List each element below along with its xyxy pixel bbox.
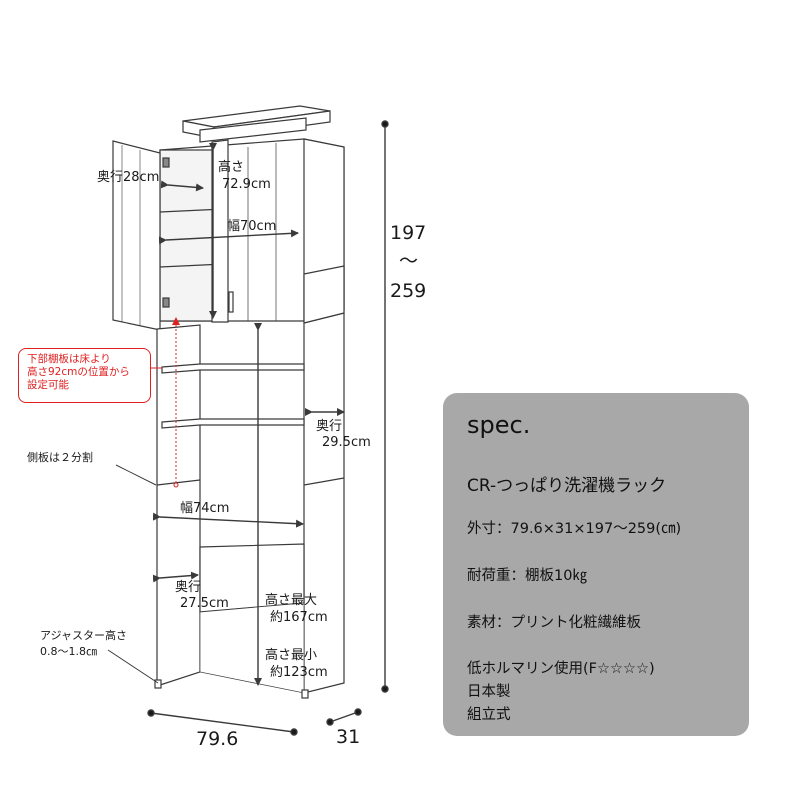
- shelf-note-line: 設定可能: [27, 379, 69, 391]
- spec-outer-size: 外寸：79.6×31×197〜259(㎝): [467, 521, 682, 537]
- mid-depth-value: 29.5cm: [322, 435, 371, 450]
- depth-dim-label: 31: [336, 726, 361, 748]
- upper-width-label: 幅70cm: [227, 219, 277, 234]
- width-dim-line: [150, 712, 295, 733]
- adjuster-label: アジャスター高さ: [40, 629, 128, 642]
- lower-depth-value: 27.5cm: [180, 596, 229, 611]
- width-dim-label: 79.6: [196, 728, 239, 750]
- upper-depth-label: 奥行28cm: [97, 170, 160, 185]
- callout-leaders: [107, 464, 159, 684]
- mid-depth-label: 奥行: [316, 419, 343, 434]
- lower-width-label: 幅74cm: [180, 501, 230, 516]
- adjuster-value: 0.8〜1.8㎝: [40, 645, 97, 658]
- shelf-height-note: 下部棚板は床より 高さ92cmの位置から 設定可能: [18, 348, 151, 403]
- shelf-height-indicator: [151, 317, 180, 488]
- dimension-lines: [147, 120, 389, 736]
- shelf-note-line: 下部棚板は床より: [27, 353, 111, 365]
- min-height-value: 約123cm: [270, 665, 328, 680]
- height-dim-bottom: 259: [390, 280, 427, 302]
- lower-rack-frame: [154, 265, 345, 699]
- shelf-note-line: 高さ92cmの位置から: [27, 366, 130, 378]
- depth-dim-line: [329, 711, 359, 723]
- top-tension-cap: [182, 105, 331, 143]
- spec-load: 耐荷重：棚板10㎏: [467, 568, 587, 584]
- spec-material: 素材：プリント化粧繊維板: [467, 615, 641, 631]
- spec-origin: 日本製: [467, 684, 511, 700]
- min-height-label: 高さ最小: [265, 648, 318, 663]
- spec-product-name: CR-つっぱり洗濯機ラック: [467, 476, 667, 496]
- spec-panel: spec. CR-つっぱり洗濯機ラック 外寸：79.6×31×197〜259(㎝…: [443, 393, 749, 736]
- max-height-label: 高さ最大: [265, 593, 318, 608]
- max-height-value: 約167cm: [270, 610, 328, 625]
- side-panel-note: 側板は２分割: [27, 451, 93, 464]
- upper-height-label: 高さ: [218, 160, 245, 175]
- height-dim-top: 197: [390, 222, 427, 244]
- lower-depth-label: 奥行: [175, 580, 202, 595]
- height-dim-separator: 〜: [399, 250, 419, 272]
- spec-assembly: 組立式: [467, 707, 511, 723]
- spec-formaldehyde: 低ホルマリン使用(F☆☆☆☆): [467, 661, 655, 677]
- upper-height-value: 72.9cm: [222, 177, 271, 192]
- spec-title: spec.: [467, 411, 531, 439]
